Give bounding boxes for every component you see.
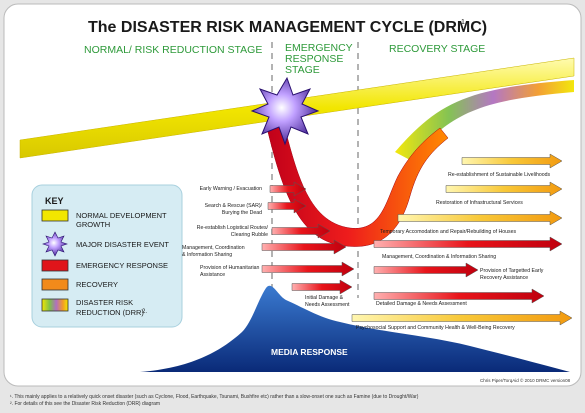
recovery-arrow-1 <box>461 153 563 169</box>
emergency-arrow-1 <box>269 181 307 197</box>
emergency-action-6-line-2: Needs Assessment <box>305 302 350 308</box>
key-swatch-growth <box>41 209 69 222</box>
drr-band <box>395 80 574 160</box>
emergency-arrow-2 <box>267 198 307 214</box>
recovery-action-7-line-1: Psychosocial Support and Community Healt… <box>356 325 515 331</box>
recovery-actions-group: Re-establishment of Sustainable Liveliho… <box>351 153 573 331</box>
emergency-action-4-line-2: & Information Sharing <box>182 252 232 258</box>
stage-emergency-line-1: EMERGENCY <box>285 42 353 54</box>
emergency-action-3-line-1: Re-establish Logistical Routes/ <box>197 225 269 231</box>
major-disaster-event-star-icon <box>250 76 320 146</box>
recovery-arrow-3 <box>397 210 563 226</box>
key-label-growth-1: NORMAL DEVELOPMENT <box>76 211 167 220</box>
recovery-action-6-line-1: Detailed Damage & Needs Assessment <box>376 301 467 307</box>
media-response-shape <box>140 285 570 372</box>
recovery-arrow-2 <box>445 181 563 197</box>
stage-emergency-line-2: RESPONSE <box>285 53 343 65</box>
recovery-action-4-line-1: Management, Coordination & Information S… <box>382 254 496 260</box>
emergency-arrow-6 <box>291 279 353 295</box>
recovery-arrow-4 <box>373 236 563 252</box>
emergency-action-4-line-1: Management, Coordination <box>182 245 245 251</box>
title-footnote-mark: 1. <box>461 19 467 26</box>
key-label-drr-1: DISASTER RISK <box>76 298 133 307</box>
emergency-action-5-line-2: Assistance <box>200 272 225 278</box>
emergency-action-5-line-1: Provision of Humanitarian <box>200 265 260 271</box>
stage-emergency-line-3: STAGE <box>285 64 320 76</box>
key-label-growth-2: GROWTH <box>76 220 110 229</box>
media-response-label: MEDIA RESPONSE <box>271 347 348 357</box>
footnote-2: ². For details of this see the Disaster … <box>10 401 160 407</box>
key-drr-footnote-mark: 2. <box>142 309 147 315</box>
recovery-action-5-line-1: Provision of Targetted Early <box>480 268 544 274</box>
emergency-arrow-3 <box>271 223 331 239</box>
key-swatch-drr <box>41 298 69 312</box>
emergency-action-3-line-2: Clearing Rubble <box>231 232 268 238</box>
footnote-1: ¹. This mainly applies to a relatively q… <box>10 394 419 400</box>
recovery-action-1-line-1: Re-establishment of Sustainable Liveliho… <box>448 172 550 178</box>
key-swatch-recovery <box>41 278 69 291</box>
key-label-recovery: RECOVERY <box>76 280 118 289</box>
key-label-drr-2: REDUCTION (DRR) <box>76 308 144 317</box>
emergency-action-2-line-2: Burying the Dead <box>222 210 262 216</box>
key-label-disaster: MAJOR DISASTER EVENT <box>76 240 169 249</box>
recovery-arrow-5 <box>373 262 479 278</box>
recovery-action-3-line-1: Temporary Accomodation and Repair/Rebuil… <box>380 229 517 235</box>
diagram-credit: Chris Piper/TorqAid © 2010 DRMC version0… <box>480 377 571 383</box>
stage-recovery-label: RECOVERY STAGE <box>389 43 485 55</box>
recovery-arrow-7 <box>351 310 573 326</box>
recovery-action-5-line-2: Recovery Assistance <box>480 275 528 281</box>
emergency-action-2-line-1: Search & Rescue (SAR)/ <box>205 203 263 209</box>
emergency-arrow-5 <box>261 261 355 277</box>
emergency-arrow-4 <box>261 239 347 255</box>
recovery-arrow-6 <box>373 288 545 304</box>
diagram-title: The DISASTER RISK MANAGEMENT CYCLE (DRMC… <box>88 19 487 36</box>
recovery-action-2-line-1: Restoration of Infrastructural Services <box>436 200 523 206</box>
key-heading: KEY <box>45 196 64 206</box>
key-panel <box>31 184 183 328</box>
key-label-emergency: EMERGENCY RESPONSE <box>76 261 168 270</box>
key-swatch-emergency <box>41 259 69 272</box>
key-swatch-disaster-star-icon <box>42 231 68 257</box>
emergency-action-6-line-1: Initial Damage & <box>305 295 344 301</box>
emergency-action-1-line-1: Early Warning / Evacuation <box>200 186 262 192</box>
stage-normal-label: NORMAL/ RISK REDUCTION STAGE <box>84 44 262 56</box>
